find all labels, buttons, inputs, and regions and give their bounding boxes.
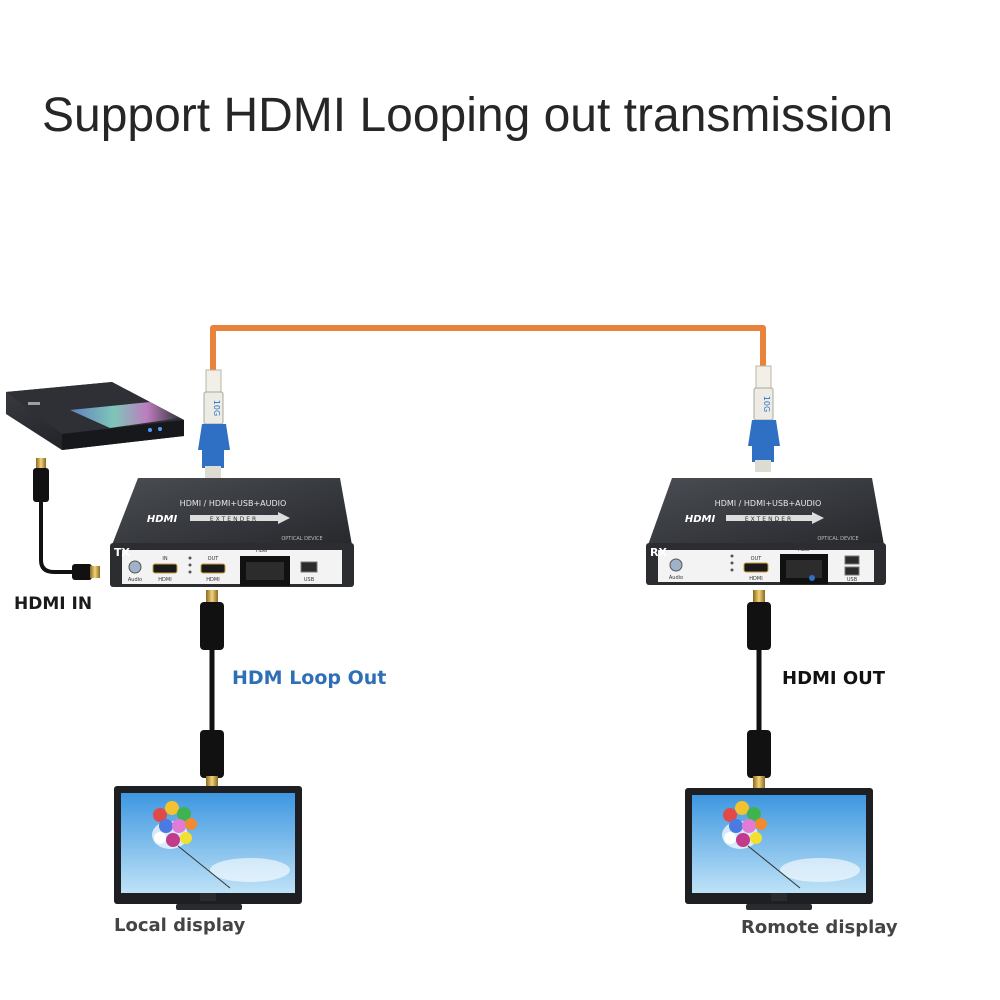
tx-connector-label: 10G	[212, 400, 221, 416]
tx-extender: HDMI / HDMI+USB+AUDIO HDMI EXTENDER OPTI…	[110, 478, 354, 587]
rx-model-text: EXTENDER	[745, 516, 793, 523]
tx-hdmi-in-label: HDMI	[158, 577, 171, 583]
hdmi-loop-cable	[200, 590, 224, 790]
tx-audio-label: Audio	[128, 577, 142, 583]
tx-usb-label: USB	[304, 577, 315, 583]
rx-fiber-label: Fiber	[798, 547, 811, 553]
tx-header-text: HDMI / HDMI+USB+AUDIO	[180, 499, 287, 508]
tx-brand-text: HDMI	[147, 514, 178, 525]
hdmi-out-cable	[747, 590, 771, 790]
local-display	[114, 786, 302, 910]
fiber-cable	[210, 325, 766, 372]
rx-extender: HDMI / HDMI+USB+AUDIO HDMI EXTENDER OPTI…	[646, 478, 886, 585]
remote-display-label: Romote display	[741, 917, 898, 938]
remote-display	[685, 788, 873, 910]
local-display-label: Local display	[114, 915, 246, 936]
tx-footer-text: OPTICAL DEVICE	[281, 536, 322, 542]
tx-model-text: EXTENDER	[210, 516, 258, 523]
tx-fiber-label: Fiber	[256, 548, 269, 554]
rx-hdmi-label: HDMI	[749, 576, 762, 582]
tx-in-label: IN	[162, 556, 167, 562]
tx-fiber-connector: 10G	[198, 369, 230, 478]
tx-out-label: OUT	[208, 556, 220, 562]
rx-connector-label: 10G	[762, 396, 771, 412]
hdmi-in-cable	[33, 458, 100, 580]
rx-header-text: HDMI / HDMI+USB+AUDIO	[715, 499, 822, 508]
rx-audio-label: Audio	[669, 575, 683, 581]
page-title: Support HDMI Looping out transmission	[42, 89, 894, 142]
loop-out-label: HDM Loop Out	[232, 667, 387, 689]
rx-brand-text: HDMI	[685, 514, 716, 525]
rx-out-label: OUT	[751, 556, 763, 562]
tx-tag: TX	[114, 546, 131, 559]
rx-footer-text: OPTICAL DEVICE	[817, 536, 858, 542]
hdmi-out-label: HDMI OUT	[782, 668, 886, 689]
rx-usb-label: USB	[847, 577, 858, 583]
rx-tag: RX	[650, 546, 667, 559]
hdmi-in-label: HDMI IN	[14, 594, 93, 614]
source-player	[6, 382, 184, 450]
tx-hdmi-out-label: HDMI	[206, 577, 219, 583]
rx-fiber-connector: 10G	[748, 365, 780, 472]
